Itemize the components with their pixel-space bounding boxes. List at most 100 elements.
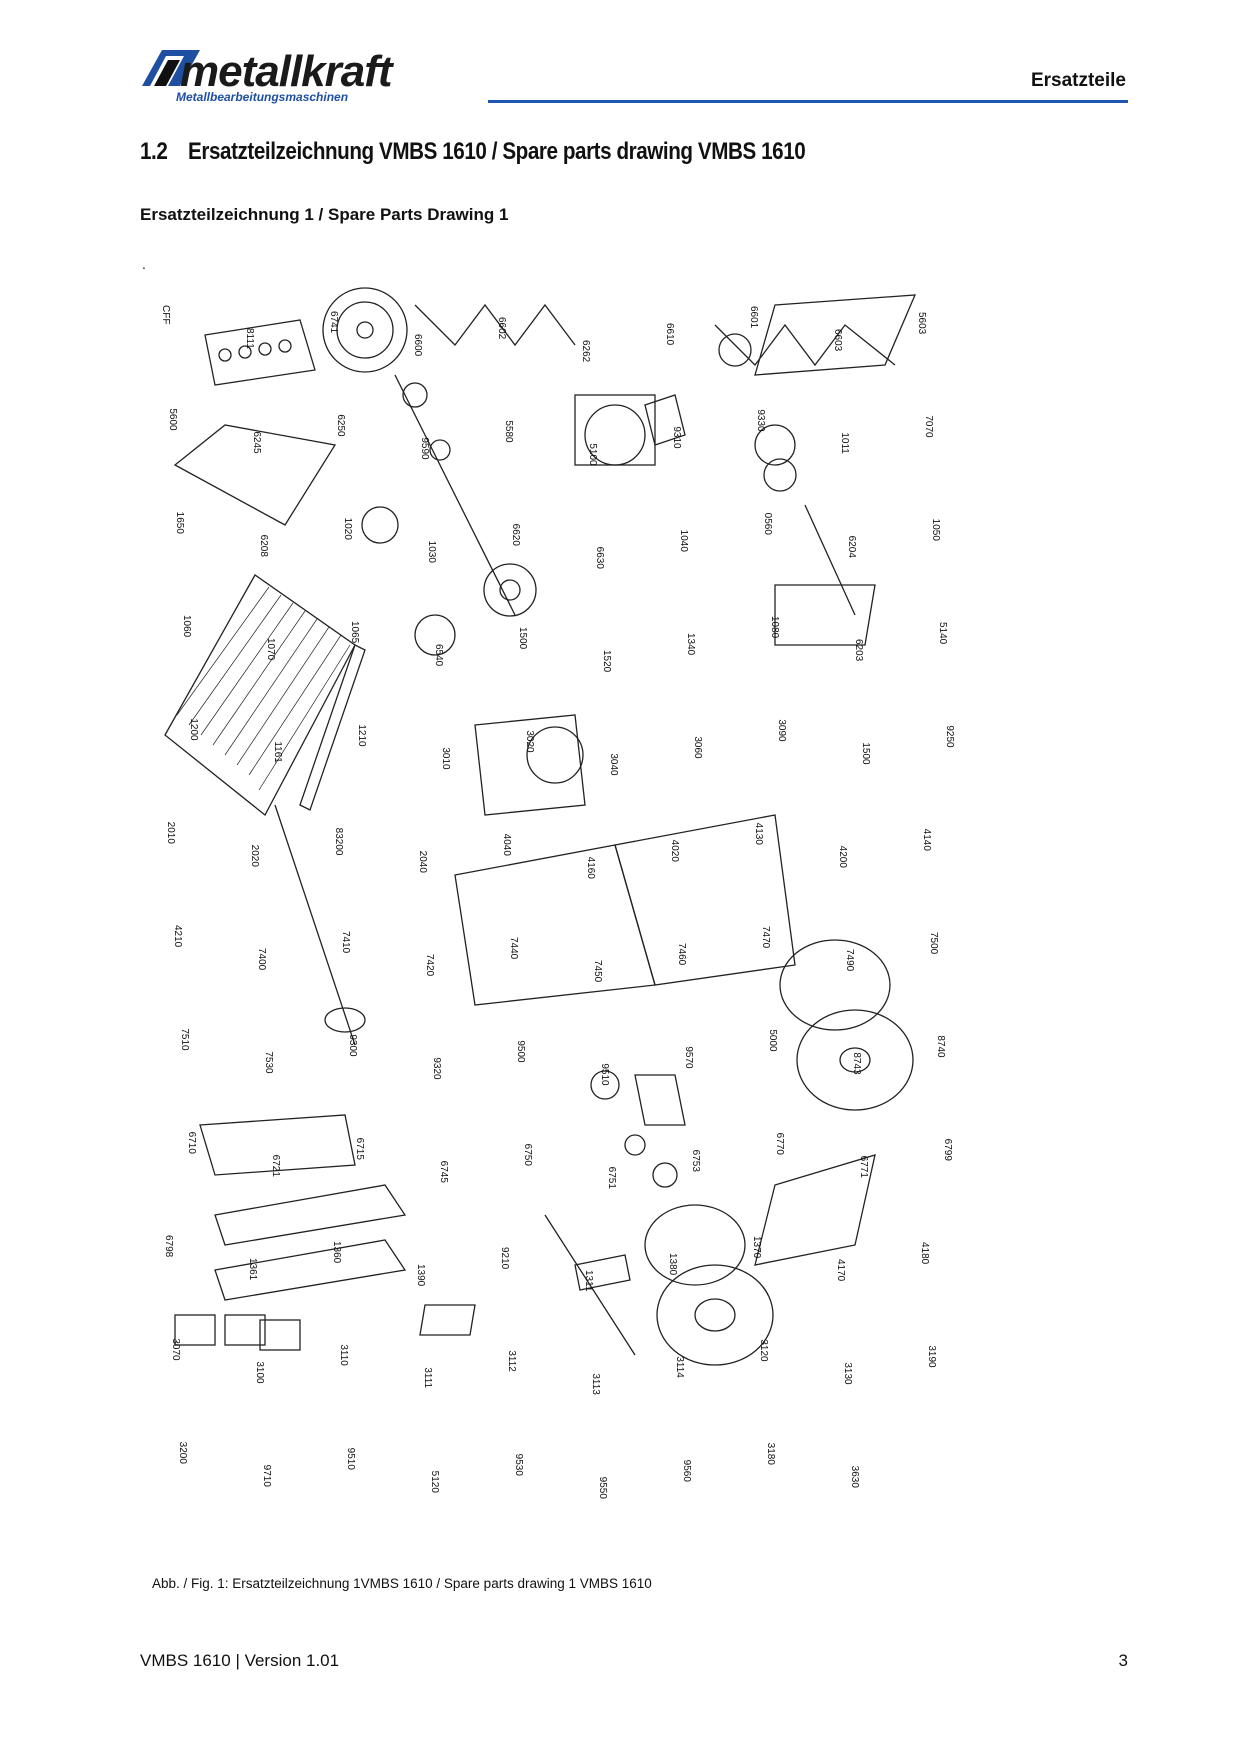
part-number-label: 5100	[587, 443, 598, 466]
part-number-label: 9570	[683, 1046, 694, 1069]
part-number-label: 9510	[345, 1448, 356, 1471]
part-number-label: 4170	[835, 1259, 846, 1282]
header-section-label: Ersatzteile	[1030, 70, 1126, 91]
part-number-label: 4140	[921, 829, 932, 852]
part-number-label: 9330	[755, 409, 766, 432]
logo-mark: metallkraft Metallbearbeitungsmaschinen	[142, 47, 396, 104]
part-number-label: 6751	[606, 1167, 617, 1190]
part-number-label: 1360	[331, 1241, 342, 1264]
part-number-label: 9210	[499, 1247, 510, 1270]
part-number-label: 6603	[832, 329, 843, 352]
part-number-label: 7460	[676, 943, 687, 966]
part-number-label: 7510	[179, 1028, 190, 1051]
part-number-label: 7470	[760, 926, 771, 949]
part-number-label: 1390	[415, 1264, 426, 1287]
part-number-label: 3200	[177, 1442, 188, 1465]
part-number-label: 6745	[438, 1161, 449, 1184]
part-number-label: 4210	[172, 925, 183, 948]
part-number-label: 6741	[328, 311, 339, 334]
part-number-label: 1500	[517, 627, 528, 650]
part-number-label: 1080	[769, 616, 780, 639]
logo-tagline: Metallbearbeitungsmaschinen	[176, 90, 348, 104]
part-number-label: 9560	[681, 1460, 692, 1483]
part-number-label: 3130	[842, 1362, 853, 1385]
part-number-label: 1500	[860, 742, 871, 765]
part-number-label: 3060	[692, 736, 703, 759]
part-number-label: 6715	[354, 1138, 365, 1161]
part-number-label: 4200	[837, 846, 848, 869]
part-number-label: 2020	[249, 845, 260, 868]
part-number-label: 0560	[762, 513, 773, 536]
part-number-label: 7530	[263, 1051, 274, 1074]
part-number-label: 6600	[412, 334, 423, 357]
part-number-label: 6610	[664, 323, 675, 346]
part-number-label: 6771	[858, 1156, 869, 1179]
part-number-label: 9250	[944, 725, 955, 748]
part-number-label: 9590	[419, 437, 430, 460]
part-number-label: 3112	[506, 1350, 517, 1372]
header-rule	[488, 100, 1128, 103]
part-number-label: 1020	[342, 518, 353, 541]
part-number-label: 3114	[674, 1356, 685, 1378]
part-number-label: 9710	[261, 1465, 272, 1488]
part-number-label: 6753	[690, 1150, 701, 1173]
part-number-label: 4180	[919, 1242, 930, 1265]
part-number-label: 6208	[258, 535, 269, 558]
part-number-label: 6602	[496, 317, 507, 340]
part-number-label: 8740	[935, 1035, 946, 1058]
part-number-label: 3100	[254, 1361, 265, 1384]
part-number-label: 3070	[170, 1338, 181, 1361]
part-number-label: 3180	[765, 1443, 776, 1466]
part-number-label: 1200	[188, 718, 199, 741]
part-number-label: 6245	[251, 431, 262, 454]
part-number-label: 6750	[522, 1144, 533, 1167]
part-number-label: 5600	[167, 408, 178, 431]
part-number-label: 5580	[503, 420, 514, 443]
part-number-label: 5603	[916, 312, 927, 335]
part-number-label: 3090	[776, 719, 787, 742]
part-number-label: 3630	[849, 1466, 860, 1489]
part-number-label: 3110	[338, 1344, 349, 1366]
section-title: Ersatzteilzeichnung VMBS 1610 / Spare pa…	[188, 138, 806, 165]
part-number-label: 4020	[669, 840, 680, 863]
part-number-label: 7400	[256, 948, 267, 971]
part-number-label: 1340	[685, 633, 696, 656]
part-number-label: 1520	[601, 650, 612, 673]
footer-page-number: 3	[1118, 1651, 1128, 1670]
part-number-label: 1030	[426, 541, 437, 564]
part-number-label: 7500	[928, 932, 939, 955]
part-number-label: 6710	[186, 1132, 197, 1155]
part-number-label: 1361	[247, 1258, 258, 1281]
part-number-label: 7420	[424, 954, 435, 977]
part-number-label: 4040	[501, 834, 512, 857]
part-number-label: 1370	[751, 1236, 762, 1259]
part-number-label: 4130	[753, 823, 764, 846]
part-number-label: 9500	[515, 1040, 526, 1063]
part-number-label: 2040	[417, 851, 428, 874]
part-number-label: 6770	[774, 1133, 785, 1156]
part-number-label: 9320	[431, 1057, 442, 1080]
part-number-label: 8111	[244, 328, 255, 349]
part-number-label: 83200	[333, 828, 344, 856]
drawing-subtitle: Ersatzteilzeichnung 1 / Spare Parts Draw…	[140, 205, 509, 224]
part-number-label: 5000	[767, 1029, 778, 1052]
part-number-label: 6799	[942, 1139, 953, 1162]
footer-document: VMBS 1610 | Version 1.01	[140, 1651, 340, 1670]
part-number-label: 9300	[347, 1034, 358, 1057]
part-number-label: 6630	[594, 547, 605, 570]
part-number-label: 6250	[335, 414, 346, 437]
part-number-label: 1060	[181, 615, 192, 638]
logo-wordmark: metallkraft	[180, 47, 395, 96]
stray-mark: .	[142, 256, 146, 272]
part-number-label: 6721	[270, 1155, 281, 1178]
part-number-label: 6540	[433, 644, 444, 667]
part-number-label: 3020	[524, 730, 535, 753]
part-number-label: 8743	[851, 1052, 862, 1075]
part-number-label: 7440	[508, 937, 519, 960]
part-number-label: 5120	[429, 1471, 440, 1494]
part-number-label: 1011	[839, 432, 850, 454]
part-number-label: 1070	[265, 638, 276, 661]
part-number-label: 9310	[671, 426, 682, 449]
part-number-label: 2010	[165, 822, 176, 845]
